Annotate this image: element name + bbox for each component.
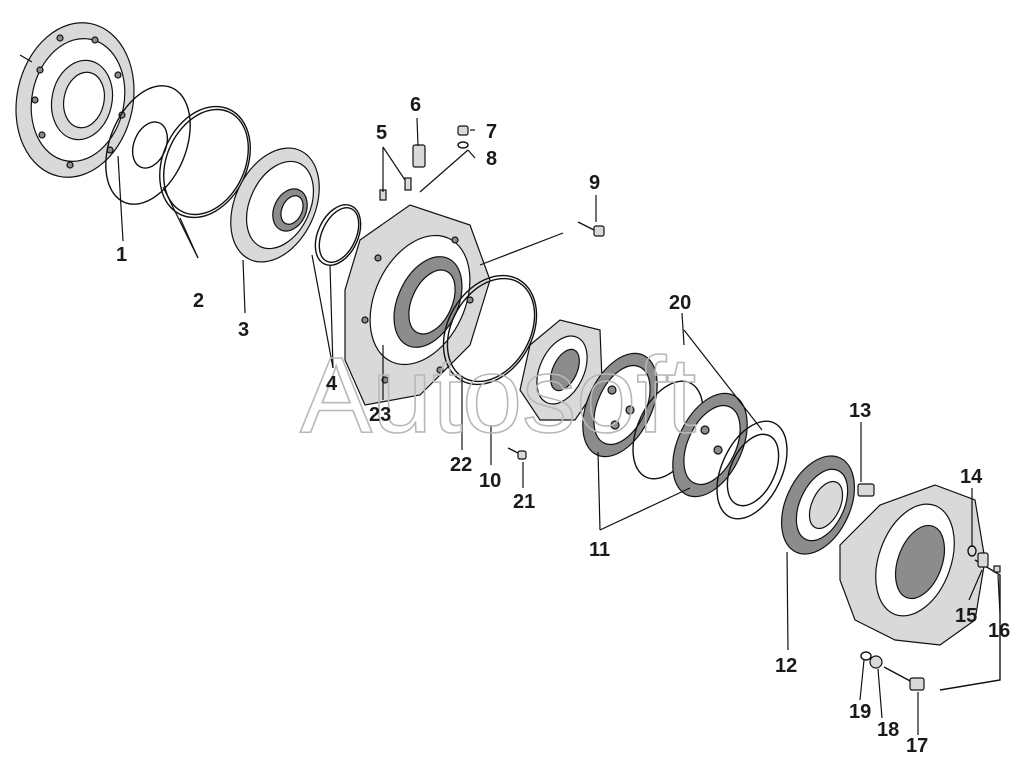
callout-13: 13 (849, 400, 871, 422)
callout-17: 17 (906, 735, 928, 757)
callout-23: 23 (369, 404, 391, 426)
steel-plate (716, 420, 788, 520)
callout-2: 2 (193, 290, 204, 312)
bolt-9 (577, 221, 605, 237)
fitting-13 (857, 483, 875, 497)
small-o-ring (314, 204, 362, 266)
pressure-plate (519, 319, 603, 421)
piston (230, 147, 320, 263)
axle-housing (839, 484, 1001, 691)
end-cover-flange (15, 22, 135, 178)
callout-labels: 1 2 3 4 5 6 7 8 9 10 11 12 13 14 15 16 1… (116, 94, 1010, 757)
callout-1: 1 (116, 244, 127, 266)
callout-6: 6 (410, 94, 421, 116)
leader-lines (117, 117, 1001, 735)
callout-4: 4 (326, 373, 338, 395)
callout-11: 11 (589, 539, 610, 561)
callout-3: 3 (238, 319, 249, 341)
watermark-text: Autosoft (300, 334, 696, 455)
bolt-21 (507, 447, 527, 460)
callout-10: 10 (479, 470, 501, 492)
fittings (379, 125, 469, 201)
callout-18: 18 (877, 719, 899, 741)
callout-8: 8 (486, 148, 497, 170)
callout-14: 14 (960, 466, 983, 488)
callout-20: 20 (669, 292, 691, 314)
callout-7: 7 (486, 121, 497, 143)
callout-5: 5 (376, 122, 387, 144)
callout-19: 19 (849, 701, 871, 723)
callout-15: 15 (955, 605, 977, 627)
callout-16: 16 (988, 620, 1010, 642)
callout-22: 22 (450, 454, 472, 476)
bolt-set (860, 651, 925, 691)
callout-9: 9 (589, 172, 600, 194)
callout-21: 21 (513, 491, 535, 513)
gear-ring (781, 455, 855, 555)
o-ring-22 (442, 274, 538, 386)
callout-12: 12 (775, 655, 797, 677)
